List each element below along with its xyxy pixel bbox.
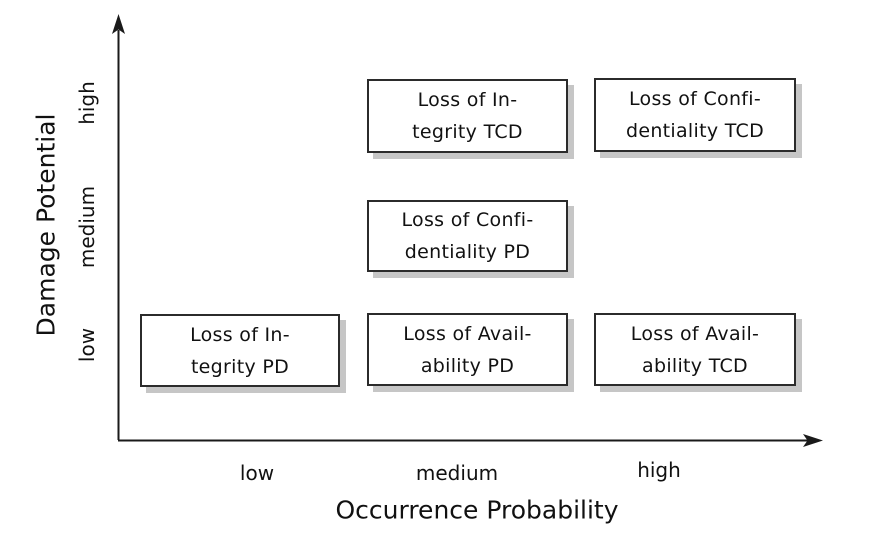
node-label-line1: Loss of Avail-: [630, 322, 760, 345]
x-tick-medium: medium: [415, 461, 499, 485]
node-label-line1: Loss of Confi-: [628, 88, 762, 110]
y-axis-label: Damage Potential: [31, 113, 61, 337]
node-label-line1: Loss of Avail-: [403, 322, 532, 345]
y-axis-arrowhead-icon: [112, 14, 125, 34]
node-label-line1: Loss of Confi-: [401, 209, 534, 231]
x-axis-label: Occurrence Probability: [335, 495, 619, 525]
x-tick-high: high: [637, 458, 681, 482]
node-loss-of-confidentiality-pd: Loss of Confi- dentiality PD: [367, 200, 568, 272]
y-tick-low: low: [75, 327, 99, 363]
node-loss-of-confidentiality-tcd: Loss of Confi- dentiality TCD: [594, 78, 796, 152]
node-label-line2: tegrity PD: [190, 355, 290, 378]
x-tick-low: low: [239, 461, 275, 485]
node-label-line2: ability PD: [420, 354, 515, 377]
y-tick-medium: medium: [75, 185, 99, 269]
node-label-line2: dentiality PD: [404, 241, 531, 263]
node-label-line1: Loss of In-: [190, 323, 290, 346]
node-label-line1: Loss of In-: [417, 89, 518, 111]
node-loss-of-availability-pd: Loss of Avail- ability PD: [367, 313, 568, 386]
node-loss-of-availability-tcd: Loss of Avail- ability TCD: [594, 313, 796, 386]
node-label-line2: dentiality TCD: [625, 120, 765, 142]
node-loss-of-integrity-tcd: Loss of In- tegrity TCD: [367, 79, 568, 153]
x-axis-arrowhead-icon: [803, 434, 823, 447]
node-label-line2: ability TCD: [642, 354, 748, 377]
node-loss-of-integrity-pd: Loss of In- tegrity PD: [140, 314, 340, 387]
y-tick-high: high: [75, 81, 99, 125]
node-label-line2: tegrity TCD: [412, 121, 523, 143]
